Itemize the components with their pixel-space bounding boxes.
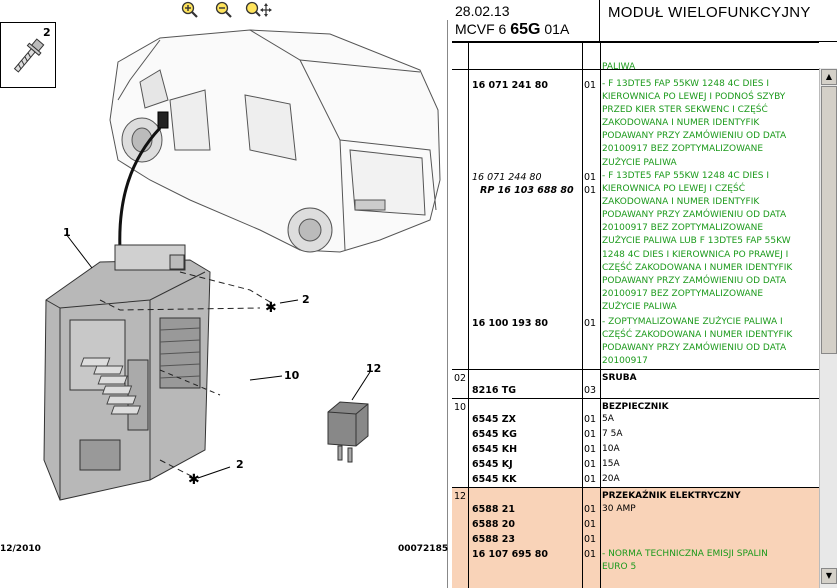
group-title: PRZEKAŹNIK ELEKTRYCZNY (602, 491, 741, 501)
table-row-qty: 01 (584, 318, 597, 329)
desc-line: PODAWANY PRZY ZAMÓWIENIU OD DATA (602, 343, 787, 354)
table-row-ref[interactable]: 6545 KK (472, 474, 517, 485)
zoom-pan-icon[interactable] (244, 1, 272, 19)
desc-line: 20100917 (602, 356, 648, 367)
table-row-qty: 03 (584, 385, 597, 396)
table-row-ref[interactable]: 6588 20 (472, 519, 515, 530)
zoom-out-icon[interactable] (214, 1, 234, 19)
code-prefix: MCVF 6 (455, 21, 511, 37)
desc-line: ZUŻYCIE PALIWA LUB F 13DTE5 FAP 55KW (602, 236, 791, 247)
desc-line: ZUŻYCIE PALIWA (602, 301, 677, 312)
screw-thumbnail: 2 (0, 22, 56, 88)
highlighted-group (452, 488, 819, 588)
desc-line: CZĘŚĆ ZAKODOWANA I NUMER IDENTYFIK (602, 330, 793, 341)
desc-line: PRZED KIER STER SEKWENC I CZĘŚĆ (602, 105, 768, 116)
table-row-desc: 10A (602, 444, 620, 454)
table-row-ref[interactable]: 16 107 695 80 (472, 549, 549, 560)
parts-diagram-panel: 2 (0, 0, 448, 588)
header-date: 28.02.13 (455, 3, 510, 19)
code-bold: 65G (510, 21, 541, 38)
callout-2b: 2 (236, 458, 244, 471)
desc-line: - F 13DTE5 FAP 55KW 1248 4C DIES I (602, 171, 770, 181)
group-number: 02 (454, 373, 467, 384)
table-row-ref[interactable]: 6545 KJ (472, 459, 513, 470)
table-row-ref[interactable]: 16 071 244 80 (472, 172, 542, 183)
desc-line: 20100917 BEZ ZOPTYMALIZOWANE (602, 144, 764, 155)
page-title: MODUŁ WIELOFUNKCYJNY (608, 4, 811, 21)
scroll-thumb[interactable] (821, 86, 837, 354)
table-row-desc: 30 AMP (602, 504, 636, 514)
table-row-qty: 01 (584, 185, 597, 196)
desc-line: - ZOPTYMALIZOWANE ZUŻYCIE PALIWA I (602, 317, 783, 327)
group-title: BEZPIECZNIK (602, 402, 669, 412)
table-row-desc: - NORMA TECHNICZNA EMISJI SPALIN (602, 549, 768, 559)
svg-text:✱: ✱ (188, 472, 200, 488)
callout-10: 10 (284, 369, 300, 382)
table-row-qty: 01 (584, 172, 597, 183)
scroll-down-button[interactable]: ▼ (821, 568, 837, 584)
table-row-ref[interactable]: RP 16 103 688 80 (480, 185, 574, 196)
desc-line: 20100917 BEZ ZOPTYMALIZOWANE (602, 288, 764, 299)
table-row-qty: 01 (584, 534, 597, 545)
svg-text:✱: ✱ (265, 300, 277, 316)
desc-line: PODAWANY PRZY ZAMÓWIENIU OD DATA (602, 210, 787, 221)
diagram-date: 12/2010 (0, 544, 41, 554)
desc-block-2: - F 13DTE5 FAP 55KW 1248 4C DIES I KIERO… (602, 170, 792, 314)
table-row-qty: 01 (584, 504, 597, 515)
partial-desc: PALIWA (602, 62, 636, 72)
desc-block-1: - F 13DTE5 FAP 55KW 1248 4C DIES I KIERO… (602, 78, 786, 170)
table-row-ref[interactable]: 16 071 241 80 (472, 80, 549, 91)
table-row-ref[interactable]: 16 100 193 80 (472, 318, 549, 329)
callout-1: 1 (63, 226, 71, 239)
table-row-qty: 01 (584, 444, 597, 455)
scroll-up-button[interactable]: ▲ (821, 69, 837, 85)
desc-block-3: - ZOPTYMALIZOWANE ZUŻYCIE PALIWA I CZĘŚĆ… (602, 316, 792, 368)
table-row-ref[interactable]: 6545 KG (472, 429, 517, 440)
desc-line: KIEROWNICA PO LEWEJ I CZĘŚĆ (602, 184, 745, 195)
desc-line: 20100917 BEZ ZOPTYMALIZOWANE (602, 223, 764, 234)
callout-12: 12 (366, 362, 382, 375)
zoom-in-icon[interactable] (180, 1, 200, 19)
desc-line: PODAWANY PRZY ZAMÓWIENIU OD DATA (602, 275, 787, 286)
group-number: 10 (454, 402, 467, 413)
page-header: 28.02.13 MCVF 6 65G 01A MODUŁ WIELOFUNKC… (452, 0, 837, 42)
desc-line: 1248 4C DIES I KIEROWNICA PO PRAWEJ I (602, 249, 789, 260)
table-scrollbar[interactable]: ▲ ▼ (819, 68, 837, 588)
desc-line: ZAKODOWANA I NUMER IDENTYFIK (602, 197, 760, 208)
screw-icon (13, 38, 45, 73)
header-code: MCVF 6 65G 01A (455, 21, 569, 39)
table-row-qty: 01 (584, 474, 597, 485)
table-row-ref[interactable]: 6545 KH (472, 444, 518, 455)
table-row-ref[interactable]: 8216 TG (472, 385, 517, 396)
diagram-number: 00072185 (398, 544, 449, 554)
thumbnail-label: 2 (43, 26, 51, 39)
table-row-desc-tail: EURO 5 (602, 562, 637, 572)
table-row-desc: 5A (602, 414, 614, 424)
table-row-qty: 01 (584, 414, 597, 425)
table-row-qty: 01 (584, 429, 597, 440)
callout-2a: 2 (302, 293, 310, 306)
table-row-desc: 15A (602, 459, 620, 469)
table-row-desc: 20A (602, 474, 620, 484)
table-row-qty: 01 (584, 549, 597, 560)
desc-line: CZĘŚĆ ZAKODOWANA I NUMER IDENTYFIK (602, 262, 793, 273)
parts-table: PALIWA 16 071 241 80 01 - F 13DTE5 FAP 5… (452, 42, 819, 588)
table-row-ref[interactable]: 6588 23 (472, 534, 515, 545)
desc-line: PODAWANY PRZY ZAMÓWIENIU OD DATA (602, 131, 787, 142)
table-row-qty: 01 (584, 459, 597, 470)
desc-line: ZUŻYCIE PALIWA (602, 157, 677, 168)
group-number: 12 (454, 491, 467, 502)
exploded-view-drawing: ✱ ✱ (43, 29, 441, 501)
table-row-qty: 01 (584, 80, 597, 91)
table-row-ref[interactable]: 6545 ZX (472, 414, 516, 425)
table-row-desc: 7 5A (602, 429, 623, 439)
table-row-ref[interactable]: 6588 21 (472, 504, 515, 515)
desc-line: - F 13DTE5 FAP 55KW 1248 4C DIES I (602, 79, 770, 89)
code-suffix: 01A (540, 21, 570, 37)
desc-line: KIEROWNICA PO LEWEJ I PODNOŚ SZYBY (602, 92, 786, 103)
group-title: SRUBA (602, 373, 637, 383)
diagram-toolbar (0, 0, 448, 20)
desc-line: ZAKODOWANA I NUMER IDENTYFIK (602, 118, 760, 129)
table-row-qty: 01 (584, 519, 597, 530)
